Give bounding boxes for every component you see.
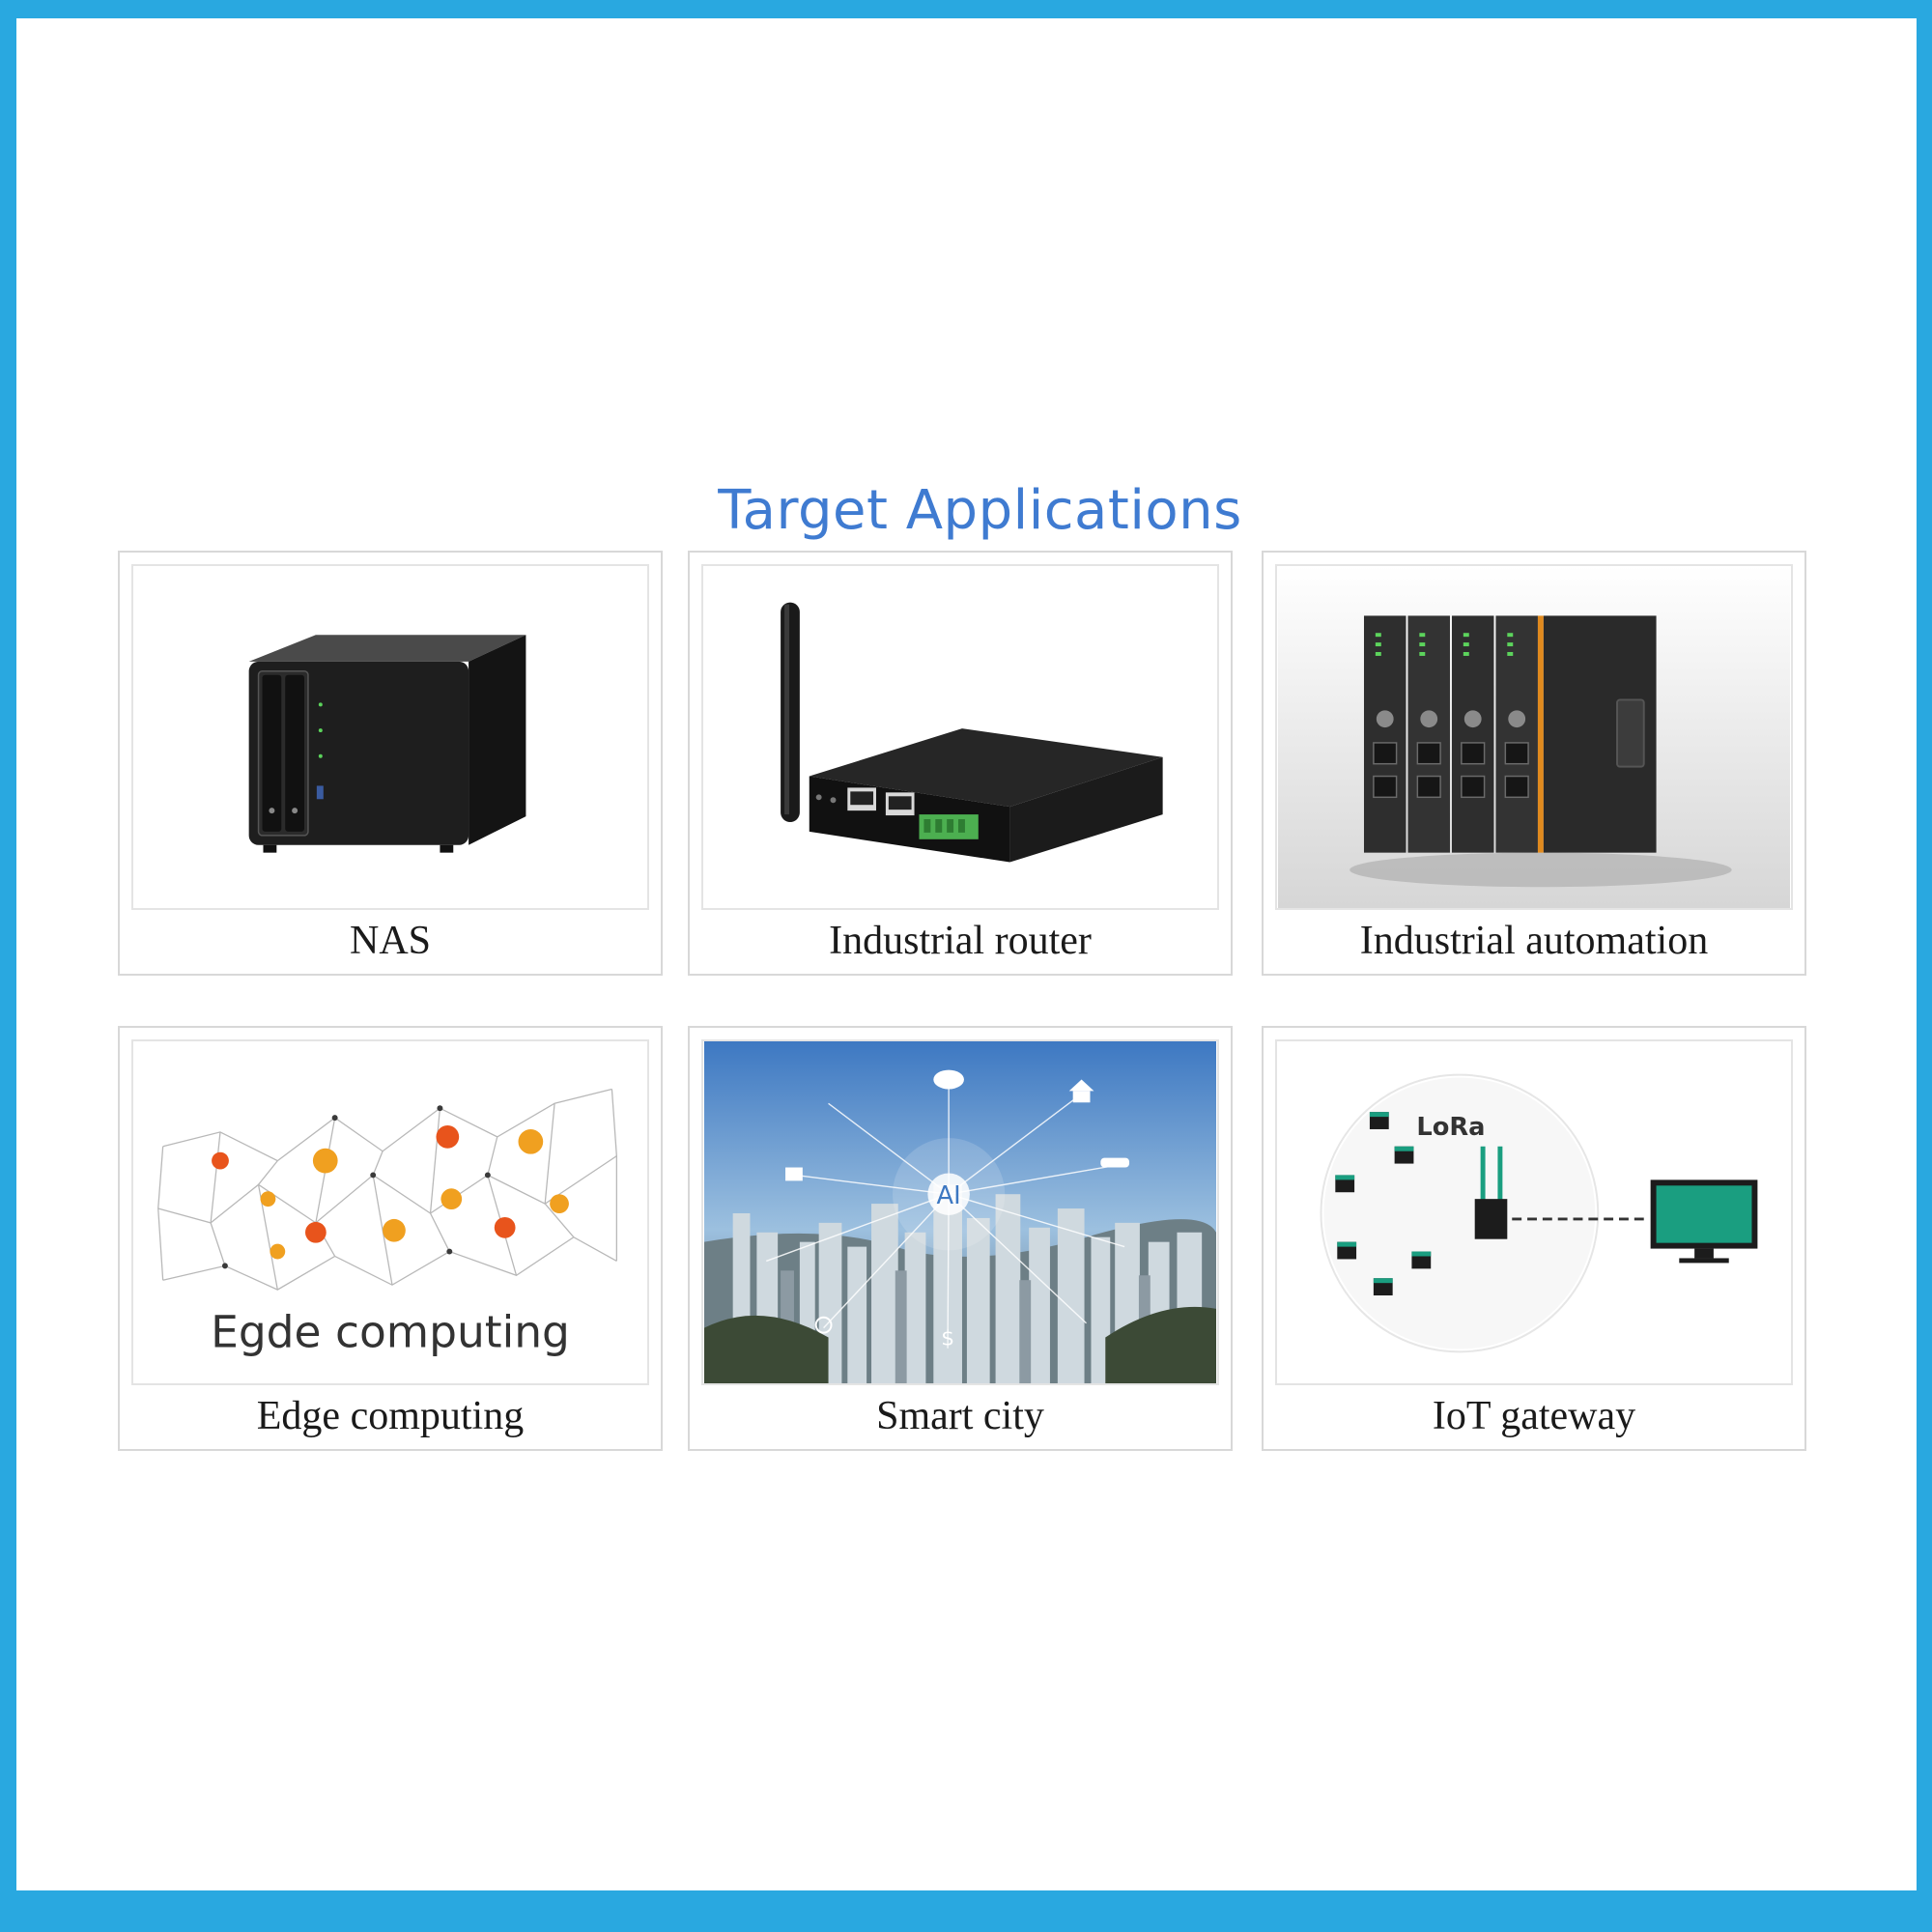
network-mesh-icon: Egde computing (157, 1088, 617, 1357)
card-industrial-automation: Industrial automation (1262, 551, 1806, 976)
page-title: Target Applications (718, 479, 1242, 542)
card-iot-gateway: LoRa (1262, 1026, 1806, 1451)
card-industrial-router: Industrial router (688, 551, 1233, 976)
card-caption-nas: NAS (349, 919, 432, 963)
card-caption-industrial-router: Industrial router (829, 919, 1092, 963)
nas-device-icon (248, 635, 526, 853)
automation-image (1275, 564, 1793, 910)
lora-label: LoRa (1416, 1113, 1485, 1142)
nas-image (131, 564, 649, 910)
smart-city-icon: AI $ (703, 1041, 1217, 1383)
page-canvas: Target Applications NAS (16, 18, 1917, 1890)
card-smart-city: AI $ Smart city (688, 1026, 1233, 1451)
smart-city-ai-text: AI (937, 1181, 961, 1210)
edge-computing-image-text: Egde computing (211, 1306, 570, 1357)
svg-text:$: $ (941, 1326, 954, 1350)
router-icon (781, 602, 1163, 863)
card-nas: NAS (118, 551, 663, 976)
card-caption-smart-city: Smart city (876, 1394, 1044, 1438)
plc-module-icon (1277, 566, 1791, 908)
iot-gateway-image: LoRa (1275, 1039, 1793, 1385)
router-image (701, 564, 1219, 910)
lora-gateway-icon: LoRa (1320, 1073, 1758, 1353)
smart-city-image: AI $ (701, 1039, 1219, 1385)
card-caption-iot-gateway: IoT gateway (1432, 1394, 1636, 1438)
edge-computing-image: Egde computing (131, 1039, 649, 1385)
card-caption-edge-computing: Edge computing (256, 1394, 525, 1438)
card-caption-industrial-automation: Industrial automation (1359, 919, 1709, 963)
card-edge-computing: Egde computing Edge computing (118, 1026, 663, 1451)
